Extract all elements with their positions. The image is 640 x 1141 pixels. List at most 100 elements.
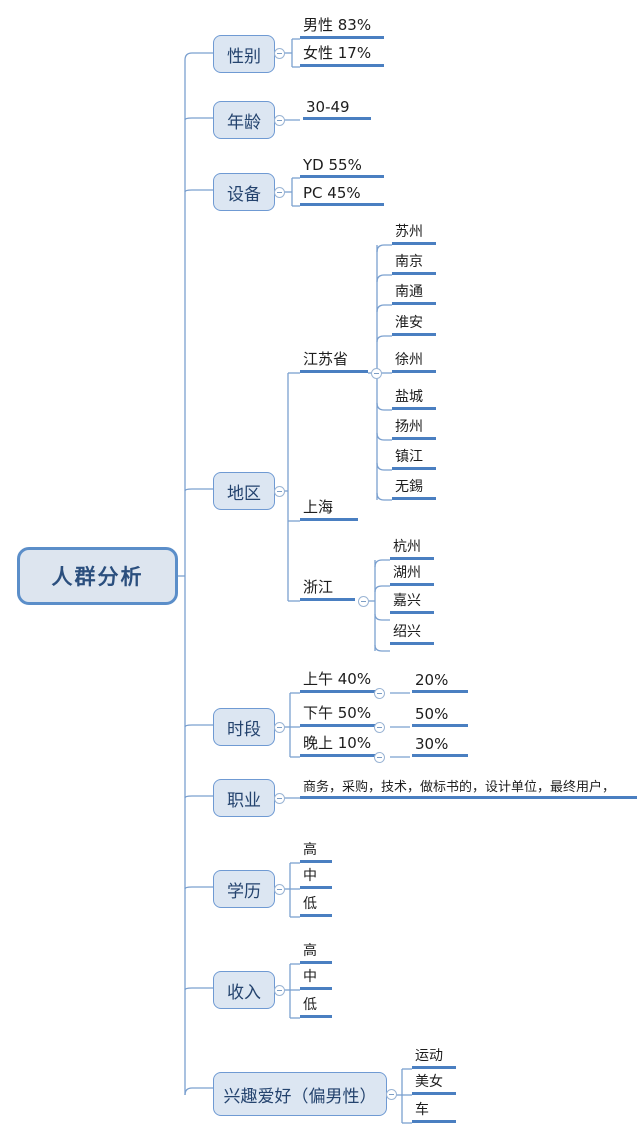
leaf-interest-car[interactable]: 车 — [412, 1100, 456, 1123]
leaf-city-yancheng-label: 盐城 — [395, 389, 423, 405]
group-node-afternoon[interactable]: 下午 50% — [300, 704, 384, 727]
leaf-device-yd[interactable]: YD 55% — [300, 155, 384, 178]
leaf-interest-sports[interactable]: 运动 — [412, 1046, 456, 1069]
leaf-city-wuxi[interactable]: 无錫 — [392, 477, 436, 500]
branch-node-timeslot[interactable]: 时段 — [213, 708, 275, 746]
branch-node-timeslot-label: 时段 — [227, 719, 261, 740]
group-node-zhejiang[interactable]: 浙江 — [300, 578, 355, 601]
group-node-morning[interactable]: 上午 40% — [300, 670, 384, 693]
leaf-interest-beauty[interactable]: 美女 — [412, 1072, 456, 1095]
leaf-education-low-label: 低 — [303, 896, 317, 912]
leaf-afternoon-value-label: 50% — [415, 705, 449, 723]
branch-node-income[interactable]: 收入 — [213, 971, 275, 1009]
branch-node-education[interactable]: 学历 — [213, 870, 275, 908]
collapse-toggle-timeslot[interactable] — [274, 722, 285, 733]
leaf-gender-male[interactable]: 男性 83% — [300, 16, 384, 39]
branch-node-region-label: 地区 — [227, 483, 261, 504]
leaf-city-nantong-label: 南通 — [395, 284, 423, 300]
collapse-toggle-income[interactable] — [274, 985, 285, 996]
branch-node-gender-label: 性别 — [227, 46, 261, 67]
leaf-interest-sports-label: 运动 — [415, 1048, 443, 1064]
root-node-label: 人群分析 — [51, 565, 144, 589]
leaf-occupation-list[interactable]: 商务，采购，技术，做标书的，设计单位，最终用户， — [300, 776, 637, 799]
leaf-gender-male-label: 男性 83% — [303, 16, 372, 34]
collapse-toggle-jiangsu[interactable] — [371, 368, 382, 379]
leaf-gender-female[interactable]: 女性 17% — [300, 44, 384, 67]
leaf-morning-value[interactable]: 20% — [412, 670, 468, 693]
leaf-evening-value-label: 30% — [415, 735, 449, 753]
collapse-toggle-morning[interactable] — [374, 688, 385, 699]
leaf-city-yancheng[interactable]: 盐城 — [392, 387, 436, 410]
leaf-interest-beauty-label: 美女 — [415, 1074, 443, 1090]
group-node-shanghai-label: 上海 — [303, 498, 334, 516]
leaf-city-nanjing-label: 南京 — [395, 254, 423, 270]
leaf-occupation-list-label: 商务，采购，技术，做标书的，设计单位，最终用户， — [303, 780, 616, 795]
leaf-income-medium[interactable]: 中 — [300, 967, 332, 990]
collapse-toggle-afternoon[interactable] — [374, 722, 385, 733]
leaf-device-yd-label: YD 55% — [303, 156, 362, 174]
branch-node-interests[interactable]: 兴趣爱好（偏男性） — [213, 1072, 387, 1116]
collapse-toggle-education[interactable] — [274, 884, 285, 895]
collapse-toggle-region[interactable] — [274, 486, 285, 497]
group-node-jiangsu-label: 江苏省 — [303, 350, 349, 368]
leaf-morning-value-label: 20% — [415, 671, 449, 689]
leaf-city-shaoxing[interactable]: 绍兴 — [390, 622, 434, 645]
leaf-city-jiaxing[interactable]: 嘉兴 — [390, 591, 434, 614]
branch-node-gender[interactable]: 性别 — [213, 35, 275, 73]
branch-node-device-label: 设备 — [227, 184, 261, 205]
group-node-jiangsu[interactable]: 江苏省 — [300, 350, 368, 373]
leaf-city-zhenjiang[interactable]: 镇江 — [392, 447, 436, 470]
leaf-city-xuzhou[interactable]: 徐州 — [392, 350, 436, 373]
leaf-city-nantong[interactable]: 南通 — [392, 282, 436, 305]
leaf-city-wuxi-label: 无錫 — [395, 479, 423, 495]
leaf-age-range[interactable]: 30-49 — [303, 97, 371, 120]
leaf-evening-value[interactable]: 30% — [412, 734, 468, 757]
leaf-income-high[interactable]: 高 — [300, 941, 332, 964]
group-node-afternoon-label: 下午 50% — [303, 704, 372, 722]
leaf-city-yangzhou[interactable]: 扬州 — [392, 417, 436, 440]
leaf-interest-car-label: 车 — [415, 1102, 429, 1118]
collapse-toggle-age[interactable] — [274, 115, 285, 126]
leaf-afternoon-value[interactable]: 50% — [412, 704, 468, 727]
leaf-gender-female-label: 女性 17% — [303, 44, 372, 62]
leaf-city-huaian[interactable]: 淮安 — [392, 313, 436, 336]
leaf-city-xuzhou-label: 徐州 — [395, 352, 423, 368]
leaf-city-yangzhou-label: 扬州 — [395, 419, 423, 435]
collapse-toggle-zhejiang[interactable] — [358, 596, 369, 607]
leaf-city-shaoxing-label: 绍兴 — [393, 624, 421, 640]
leaf-income-low[interactable]: 低 — [300, 995, 332, 1018]
leaf-education-low[interactable]: 低 — [300, 894, 332, 917]
leaf-city-suzhou[interactable]: 苏州 — [392, 222, 436, 245]
leaf-device-pc[interactable]: PC 45% — [300, 183, 384, 206]
leaf-city-huzhou[interactable]: 湖州 — [390, 563, 434, 586]
branch-node-age-label: 年龄 — [227, 112, 261, 133]
branch-node-device[interactable]: 设备 — [213, 173, 275, 211]
leaf-city-hangzhou[interactable]: 杭州 — [390, 537, 434, 560]
leaf-income-high-label: 高 — [303, 943, 317, 959]
collapse-toggle-occupation[interactable] — [274, 793, 285, 804]
branch-node-age[interactable]: 年龄 — [213, 101, 275, 139]
collapse-toggle-evening[interactable] — [374, 752, 385, 763]
leaf-income-low-label: 低 — [303, 997, 317, 1013]
leaf-city-huaian-label: 淮安 — [395, 315, 423, 331]
leaf-city-zhenjiang-label: 镇江 — [395, 449, 423, 465]
leaf-city-nanjing[interactable]: 南京 — [392, 252, 436, 275]
leaf-education-medium-label: 中 — [303, 868, 317, 884]
group-node-zhejiang-label: 浙江 — [303, 578, 334, 596]
leaf-city-suzhou-label: 苏州 — [395, 224, 423, 240]
root-node-crowd-analysis[interactable]: 人群分析 — [17, 547, 178, 605]
group-node-shanghai[interactable]: 上海 — [300, 498, 358, 521]
leaf-education-high[interactable]: 高 — [300, 840, 332, 863]
group-node-evening[interactable]: 晚上 10% — [300, 734, 384, 757]
collapse-toggle-gender[interactable] — [274, 48, 285, 59]
branch-node-occupation-label: 职业 — [227, 790, 261, 811]
collapse-toggle-device[interactable] — [274, 187, 285, 198]
leaf-device-pc-label: PC 45% — [303, 184, 361, 202]
leaf-education-medium[interactable]: 中 — [300, 866, 332, 889]
collapse-toggle-interests[interactable] — [386, 1089, 397, 1100]
leaf-age-range-label: 30-49 — [306, 98, 350, 116]
branch-node-occupation[interactable]: 职业 — [213, 779, 275, 817]
branch-node-region[interactable]: 地区 — [213, 472, 275, 510]
branch-node-income-label: 收入 — [227, 982, 261, 1003]
